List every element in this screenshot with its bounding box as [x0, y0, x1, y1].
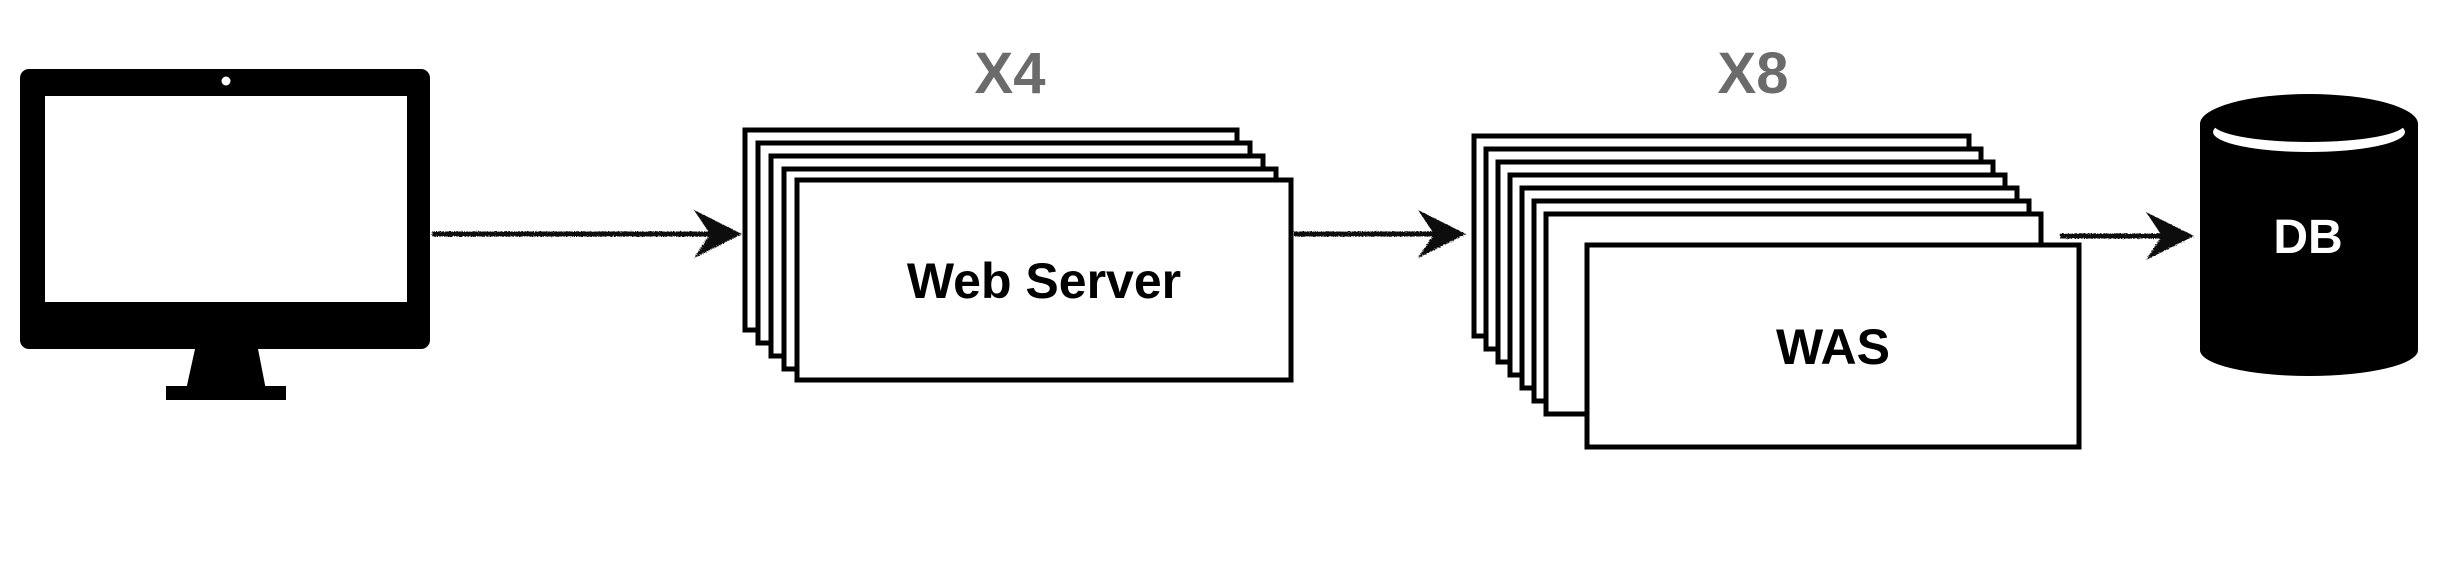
web-server-card-front: [794, 177, 1294, 383]
web-server-stack: [742, 127, 1294, 383]
web-server-label: Web Server: [907, 253, 1181, 309]
monitor-icon: [20, 69, 430, 400]
database-cylinder-icon: [2200, 94, 2418, 376]
db-label: DB: [2273, 211, 2342, 264]
connector-web-server-to-was: [1294, 210, 1466, 258]
was-card-front: [1584, 242, 2082, 450]
was-label: WAS: [1776, 319, 1890, 375]
was-multiplier: X8: [1718, 41, 1789, 106]
was-stack: [1471, 133, 2082, 450]
web-server-multiplier: X4: [975, 41, 1046, 106]
connector-client-to-web-server: [432, 210, 742, 258]
connector-was-to-db: [2060, 212, 2194, 260]
